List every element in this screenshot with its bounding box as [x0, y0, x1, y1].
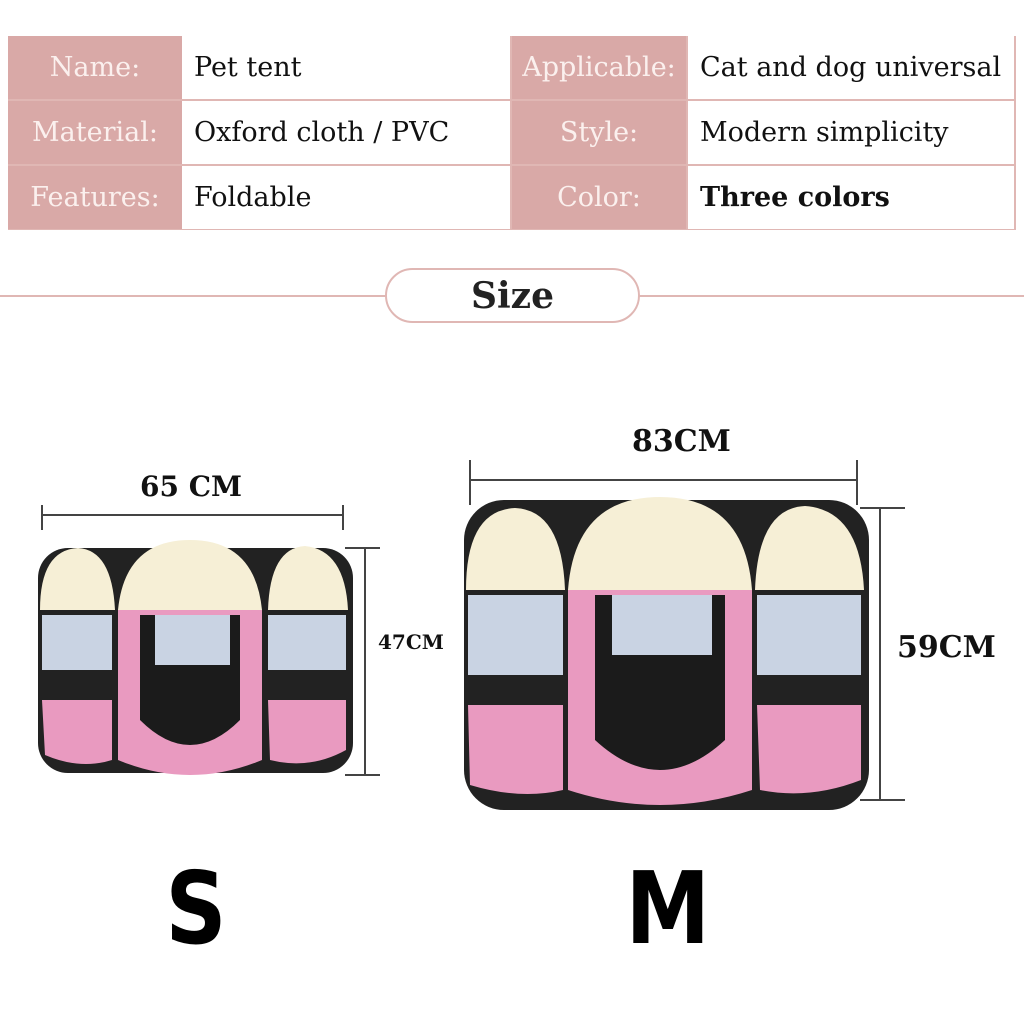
spec-label-material: Material:	[8, 101, 182, 164]
spec-value-material: Oxford cloth / PVC	[182, 101, 510, 164]
dimension-lines	[41, 460, 905, 801]
spec-label-name: Name:	[8, 36, 182, 99]
size-m-width: 83CM	[632, 424, 731, 459]
tent-small	[38, 540, 353, 775]
spec-label-color: Color:	[512, 166, 686, 229]
spec-table: Name: Pet tent Material: Oxford cloth / …	[8, 36, 1016, 230]
spec-label-features: Features:	[8, 166, 182, 229]
size-heading: Size	[385, 268, 640, 323]
size-s-label: S	[165, 850, 227, 967]
spec-label-applicable: Applicable:	[512, 36, 686, 99]
spec-label-style: Style:	[512, 101, 686, 164]
size-s-height: 47CM	[378, 630, 444, 654]
spec-value-features: Foldable	[182, 166, 510, 229]
spec-value-applicable: Cat and dog universal	[688, 36, 1014, 99]
size-s-width: 65 CM	[140, 470, 242, 503]
spec-value-name: Pet tent	[182, 36, 510, 99]
size-m-label: M	[625, 850, 711, 967]
spec-value-style: Modern simplicity	[688, 101, 1014, 164]
tent-medium	[464, 497, 869, 810]
spec-value-color: Three colors	[688, 166, 1014, 229]
size-m-height: 59CM	[897, 630, 996, 665]
